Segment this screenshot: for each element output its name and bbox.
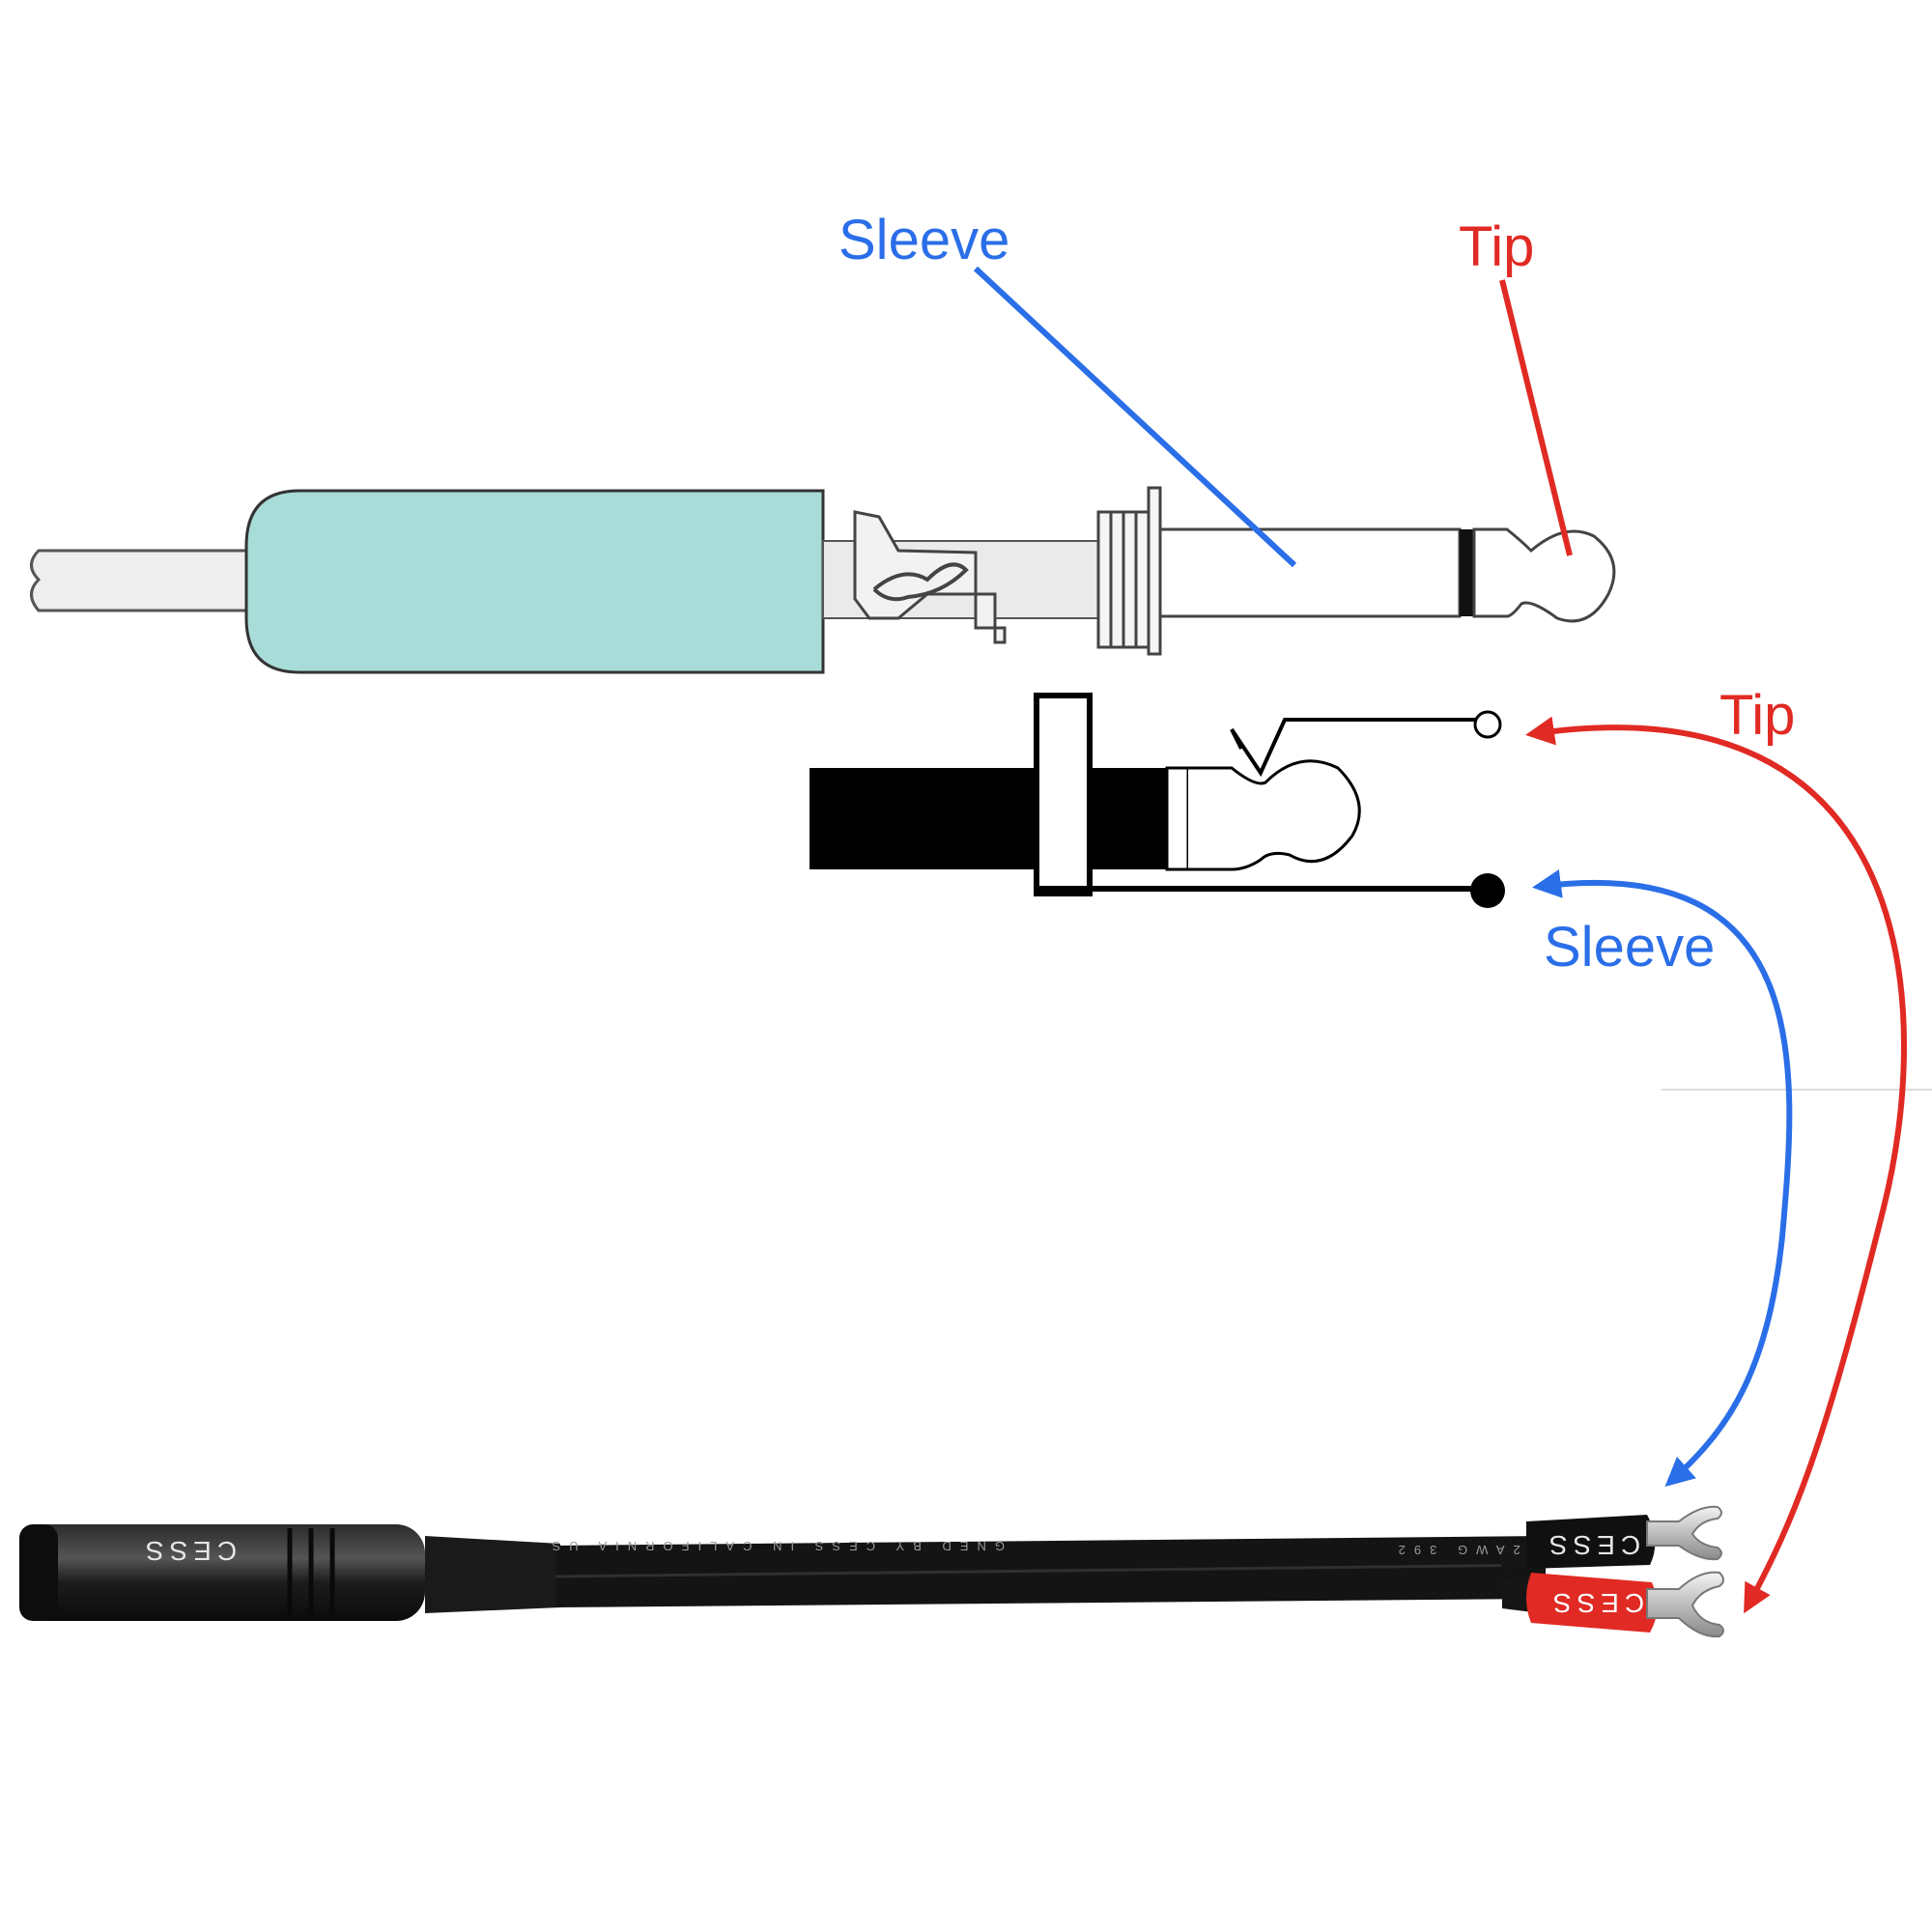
jack-tip-spring bbox=[1230, 718, 1488, 778]
plug-sleeve bbox=[1158, 527, 1462, 618]
sleeve-arrow bbox=[1532, 869, 1793, 1487]
plug-tip-leader bbox=[1499, 279, 1573, 556]
plug-cable-stub bbox=[30, 549, 248, 612]
jack-ring bbox=[1165, 766, 1190, 871]
plug-body bbox=[244, 489, 825, 674]
jack-sleeve-label: Sleeve bbox=[1544, 916, 1715, 979]
plug-tip bbox=[1472, 527, 1616, 623]
adapter-strain-relief bbox=[425, 1536, 560, 1613]
adapter-barrel-end bbox=[19, 1524, 58, 1621]
sleeve-spade-terminal bbox=[1646, 1505, 1722, 1561]
plug-flange bbox=[1147, 486, 1162, 656]
adapter-cable-print: GNED BY CESS IN CALIFORNIA US bbox=[544, 1539, 1005, 1553]
tip-lead-brand: CESS bbox=[1548, 1588, 1644, 1618]
jack-tip-outline bbox=[1188, 759, 1361, 871]
tip-spade-terminal bbox=[1646, 1571, 1724, 1638]
plug-wire-squiggle bbox=[872, 562, 969, 602]
adapter-barrel bbox=[19, 1524, 425, 1621]
plug-sleeve-leader bbox=[973, 266, 1297, 568]
adapter-cable: CESS GNED BY CESS IN CALIFORNIA US 12AWG… bbox=[19, 1505, 1724, 1638]
adapter-barrel-brand: CESS bbox=[140, 1536, 237, 1566]
plug-tip-label: Tip bbox=[1459, 215, 1534, 278]
plug-diagram bbox=[30, 486, 1616, 674]
jack-schematic bbox=[810, 693, 1505, 908]
jack-sleeve-terminal bbox=[1470, 873, 1505, 908]
plug-sleeve-label: Sleeve bbox=[838, 209, 1009, 271]
adapter-wire-print: 12AWG 392 bbox=[1390, 1543, 1536, 1557]
jack-tip-terminal bbox=[1473, 710, 1502, 739]
sleeve-lead-sleeve bbox=[1526, 1515, 1656, 1569]
plug-insulator-ring bbox=[1460, 529, 1474, 616]
jack-sleeve-band bbox=[1090, 768, 1167, 869]
sleeve-lead-brand: CESS bbox=[1544, 1530, 1640, 1560]
jack-bracket bbox=[1034, 693, 1093, 896]
tip-arrow bbox=[1525, 716, 1908, 1614]
jack-plug-body bbox=[810, 768, 1037, 869]
jack-tip-label: Tip bbox=[1719, 684, 1795, 747]
tip-lead-sleeve bbox=[1526, 1573, 1658, 1633]
